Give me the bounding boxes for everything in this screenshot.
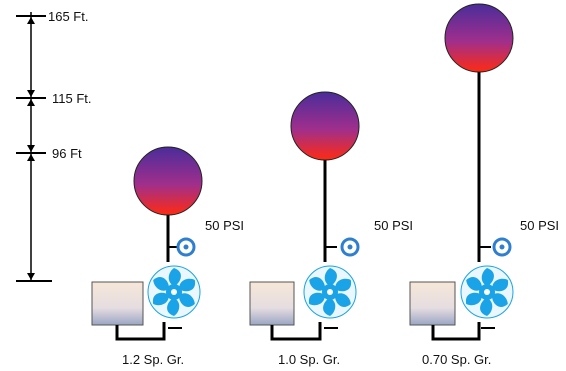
- pump-column-3: 50 PSI 0.70 Sp. Gr.: [409, 3, 559, 367]
- arrow-head: [27, 154, 35, 161]
- suction-pipe: [115, 322, 166, 341]
- gauge-center: [347, 244, 353, 250]
- pump-column-1: 50 PSI 1.2 Sp. Gr.: [91, 146, 244, 367]
- arrow-head: [27, 99, 35, 106]
- impeller-icon: [147, 265, 201, 319]
- scale-label-96: 96 Ft: [52, 146, 82, 161]
- impeller-icon: [303, 265, 357, 319]
- head-ball: [133, 146, 203, 216]
- arrow-head: [27, 273, 35, 280]
- pressure-label: 50 PSI: [520, 218, 559, 233]
- gauge-center: [183, 244, 189, 250]
- suction-pipe: [270, 322, 322, 341]
- specific-gravity-label: 1.2 Sp. Gr.: [122, 352, 184, 367]
- arrow-head: [27, 17, 35, 24]
- pressure-label: 50 PSI: [374, 218, 413, 233]
- gauge-center: [499, 244, 505, 250]
- specific-gravity-label: 0.70 Sp. Gr.: [422, 352, 491, 367]
- pump-column-2: 50 PSI 1.0 Sp. Gr.: [249, 91, 413, 367]
- head-ball: [444, 3, 514, 73]
- supply-tank: [409, 281, 456, 326]
- scale-label-165: 165 Ft.: [48, 9, 88, 24]
- impeller-icon: [460, 265, 514, 319]
- supply-tank: [249, 281, 295, 326]
- suction-pipe: [431, 322, 481, 341]
- head-ball: [290, 91, 360, 161]
- scale-label-115: 115 Ft.: [52, 91, 92, 106]
- arrow-head: [27, 145, 35, 152]
- height-scale: 165 Ft. 115 Ft. 96 Ft: [16, 9, 92, 282]
- specific-gravity-label: 1.0 Sp. Gr.: [278, 352, 340, 367]
- pressure-label: 50 PSI: [205, 218, 244, 233]
- supply-tank: [91, 281, 144, 326]
- arrow-head: [27, 90, 35, 97]
